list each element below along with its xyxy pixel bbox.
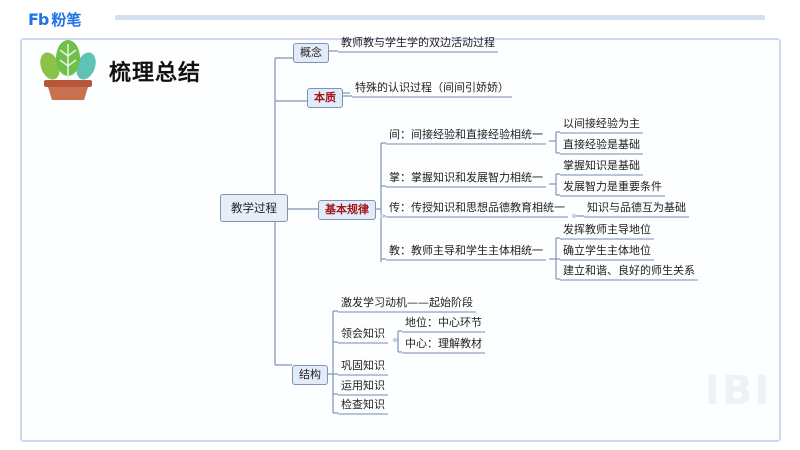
structure-item: 巩固知识 <box>338 357 388 376</box>
structure-item: 运用知识 <box>338 377 388 396</box>
watermark: IBI <box>705 368 772 414</box>
structure-sub-item: 中心：理解教材 <box>402 335 485 354</box>
structure-item: 检查知识 <box>338 396 388 415</box>
law-item: 教：教师主导和学生主体相统一 <box>386 242 546 261</box>
law-sub-item: 知识与品德互为基础 <box>584 199 689 218</box>
law-item: 间：间接经验和直接经验相统一 <box>386 126 546 145</box>
law-sub-item: 以间接经验为主 <box>560 115 643 134</box>
law-item: 掌：掌握知识和发展智力相统一 <box>386 169 546 188</box>
law-sub-item: 建立和谐、良好的师生关系 <box>560 262 698 281</box>
page-title: 梳理总结 <box>109 61 202 86</box>
branch-structure: 结构 <box>292 365 328 385</box>
law-item: 传：传授知识和思想品德教育相统一 <box>386 199 568 218</box>
branch-essence: 本质 <box>307 88 343 108</box>
brand-name: 粉笔 <box>51 10 82 29</box>
law-sub-item: 直接经验是基础 <box>560 136 643 155</box>
root-node: 教学过程 <box>220 194 288 222</box>
branch-concept: 概念 <box>293 43 329 63</box>
structure-sub-item: 地位：中心环节 <box>402 314 485 333</box>
law-sub-item: 发展智力是重要条件 <box>560 178 665 197</box>
brand-mark: Fb <box>28 9 49 29</box>
plant-icon <box>40 40 96 100</box>
concept-text: 教师教与学生学的双边活动过程 <box>338 34 498 53</box>
essence-text: 特殊的认识过程（间间引娇娇） <box>352 79 512 98</box>
brand-logo: Fb 粉笔 <box>28 8 81 30</box>
law-sub-item: 确立学生主体地位 <box>560 242 654 261</box>
branch-laws: 基本规律 <box>318 200 376 220</box>
structure-item: 领会知识 <box>338 325 388 344</box>
slide-frame <box>20 38 781 442</box>
header-bar <box>115 15 765 20</box>
law-sub-item: 掌握知识是基础 <box>560 157 643 176</box>
law-sub-item: 发挥教师主导地位 <box>560 221 654 240</box>
structure-item: 激发学习动机——起始阶段 <box>338 294 476 313</box>
